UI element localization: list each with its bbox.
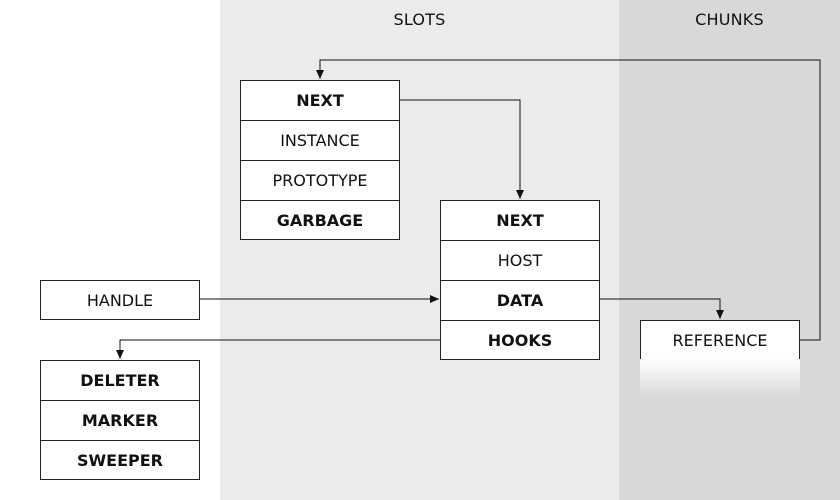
slot-field-garbage: GARBAGE <box>240 200 400 240</box>
data-field-hooks: HOOKS <box>440 320 600 360</box>
hooks-field-sweeper: SWEEPER <box>40 440 200 480</box>
arrow-data-to-reference <box>600 298 724 319</box>
slots-zone-title: SLOTS <box>393 10 446 29</box>
handle-box: HANDLE <box>40 280 200 320</box>
chunk-reference-fade <box>640 359 800 399</box>
data-field-next: NEXT <box>440 200 600 241</box>
arrow-reference-to-slot-next <box>316 59 821 341</box>
chunks-zone-title: CHUNKS <box>695 10 764 29</box>
slot-field-instance: INSTANCE <box>240 120 400 161</box>
slot-field-next: NEXT <box>240 80 400 121</box>
hooks-field-marker: MARKER <box>40 400 200 441</box>
arrow-hooks-to-deleter <box>116 339 440 359</box>
slot-field-prototype: PROTOTYPE <box>240 160 400 201</box>
data-field-host: HOST <box>440 240 600 281</box>
chunk-reference-box: REFERENCE <box>640 320 800 360</box>
data-field-data: DATA <box>440 280 600 321</box>
chunks-zone: CHUNKS <box>619 0 840 500</box>
arrow-slot-next-to-data-next <box>400 99 524 199</box>
hooks-field-deleter: DELETER <box>40 360 200 401</box>
